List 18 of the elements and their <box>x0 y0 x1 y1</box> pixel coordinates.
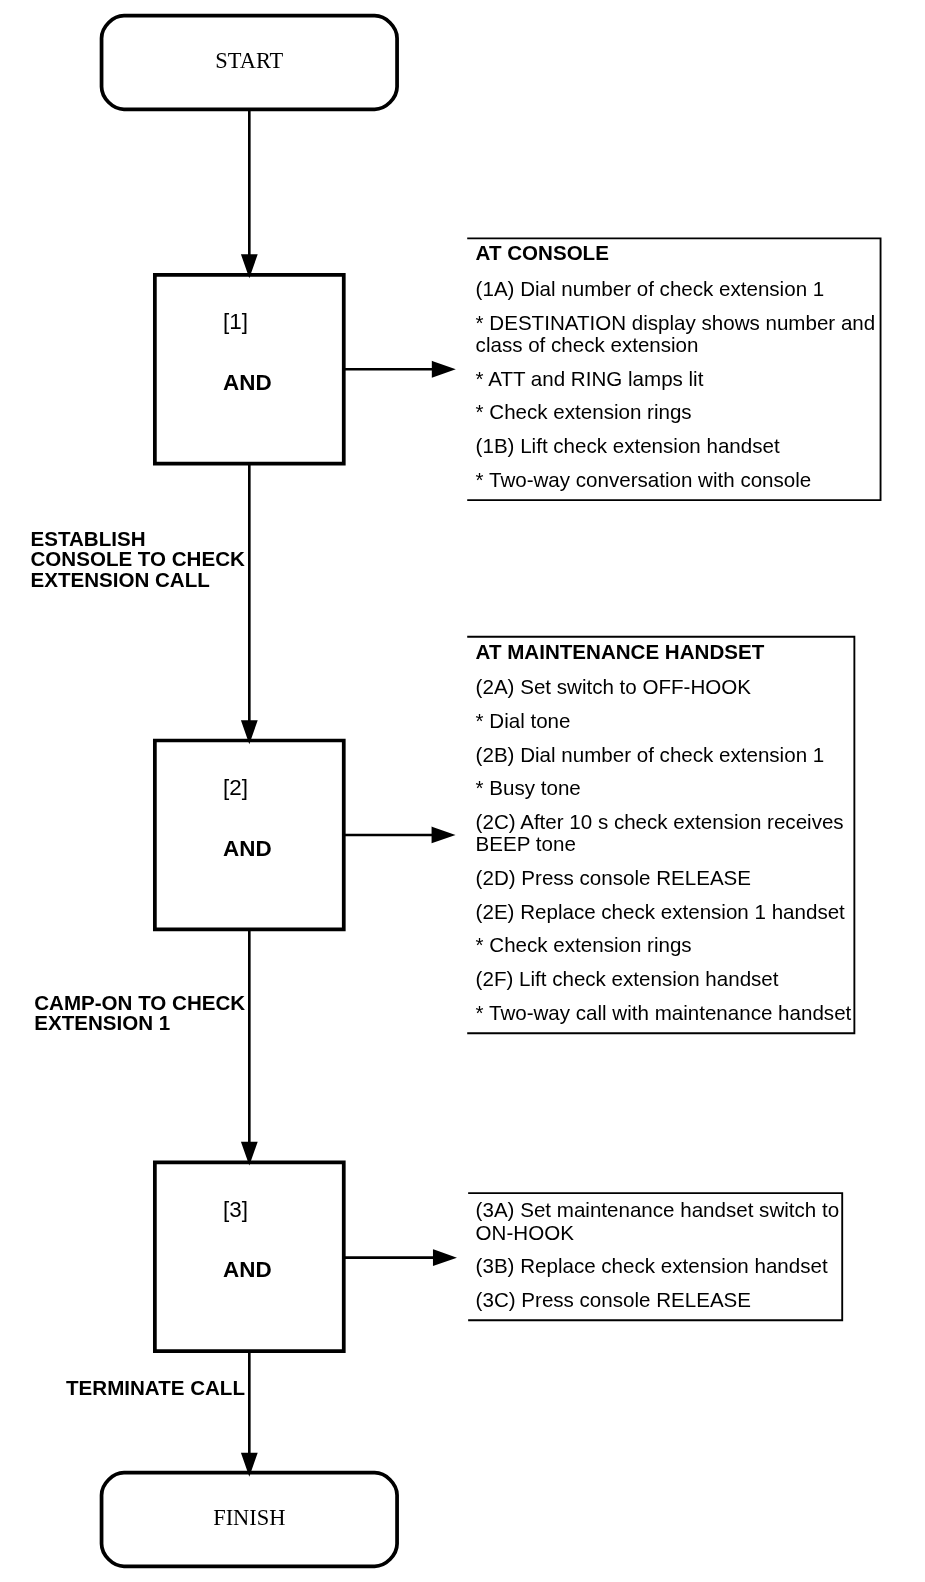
arrow <box>343 360 456 378</box>
edge-label: TERMINATE CALL <box>65 1375 245 1399</box>
node-box: START <box>99 13 399 112</box>
node-box: [1] AND <box>152 272 346 466</box>
arrow <box>240 1351 258 1477</box>
node-text: AT MAINTENANCE HANDSET (2A) Set switch to OFF-HOOK * Dial tone (2B) Dial number of check extension 1 * Busy tone (2C) After 10 s check extension receives BEEP tone (2D) Press console RELEASE (2E) Replace check extension 1 handset * Check extension rings (2F) Lift check extension handset * Two-way call with maintenance handset <box>475 639 851 1024</box>
node-box: [2] AND <box>152 738 346 932</box>
arrow <box>240 109 258 279</box>
node-text: AT CONSOLE (1A) Dial number of check extension 1 * DESTINATION display shows number and class of check extension * ATT and RING lamps lit * Check extension rings (1B) Lift check extension handset * Two-way conversation with console <box>475 241 875 491</box>
edge-label: ESTABLISH CONSOLE TO CHECK EXTENSION CALL <box>29 526 245 591</box>
arrow <box>240 464 258 745</box>
node-text: (3A) Set maintenance handset switch to ON-HOOK (3B) Replace check extension handset (3C) Press console RELEASE <box>475 1198 839 1311</box>
edge-label: CAMP-ON TO CHECK EXTENSION 1 <box>33 990 245 1035</box>
node-box: FINISH <box>99 1470 399 1569</box>
arrow <box>343 1249 457 1267</box>
arrow <box>343 826 456 844</box>
arrow <box>240 929 258 1166</box>
node-box: [3] AND <box>152 1160 346 1354</box>
